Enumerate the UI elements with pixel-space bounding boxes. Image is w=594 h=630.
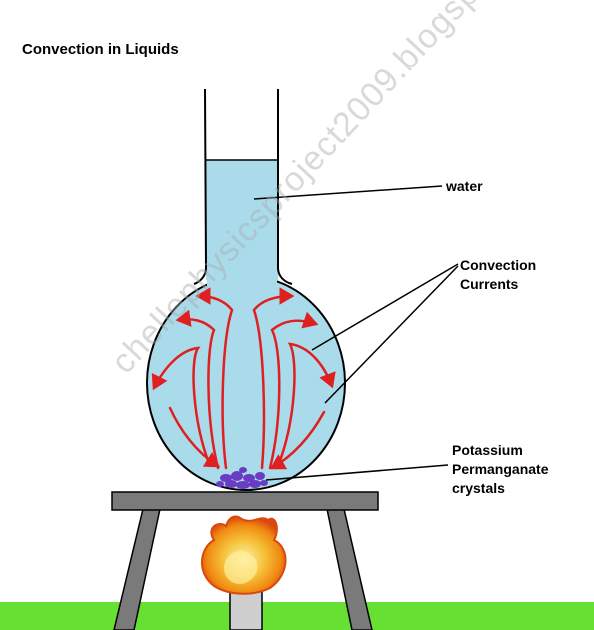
label-potassium-line2: Permanganate — [452, 461, 549, 477]
label-water: water — [446, 178, 483, 194]
flask-neck-left-wall — [193, 88, 208, 285]
diagram-title: Convection in Liquids — [22, 41, 179, 58]
label-convection-currents: Convection Currents — [460, 256, 536, 294]
current-arrow-8 — [269, 410, 326, 470]
label-convection-line2: Currents — [460, 276, 519, 292]
leader-convection-2 — [324, 265, 459, 404]
label-potassium-line1: Potassium — [452, 442, 523, 458]
convection-arrows — [151, 287, 336, 470]
current-arrow-3 — [175, 309, 220, 470]
leader-convection-1 — [311, 263, 459, 351]
leader-water — [253, 185, 443, 200]
current-arrow-4 — [268, 311, 319, 470]
label-convection-line1: Convection — [460, 257, 537, 273]
stand-top — [111, 491, 379, 511]
current-arrow-7 — [168, 406, 221, 468]
leader-lines — [253, 185, 459, 481]
label-potassium-permanganate: Potassium Permanganate crystals — [452, 441, 548, 498]
label-potassium-line3: crystals — [452, 480, 505, 496]
flask-neck-right-wall — [277, 89, 293, 285]
leader-potassium — [265, 464, 449, 481]
crystals — [216, 467, 268, 489]
current-arrow-1 — [195, 287, 234, 470]
current-arrow-2 — [252, 287, 295, 470]
flask-bulb — [146, 275, 346, 491]
current-arrow-5 — [151, 346, 212, 468]
current-arrow-6 — [276, 342, 336, 468]
grass-ground — [0, 602, 594, 630]
flame — [201, 515, 287, 595]
flask-neck-water — [206, 160, 278, 280]
